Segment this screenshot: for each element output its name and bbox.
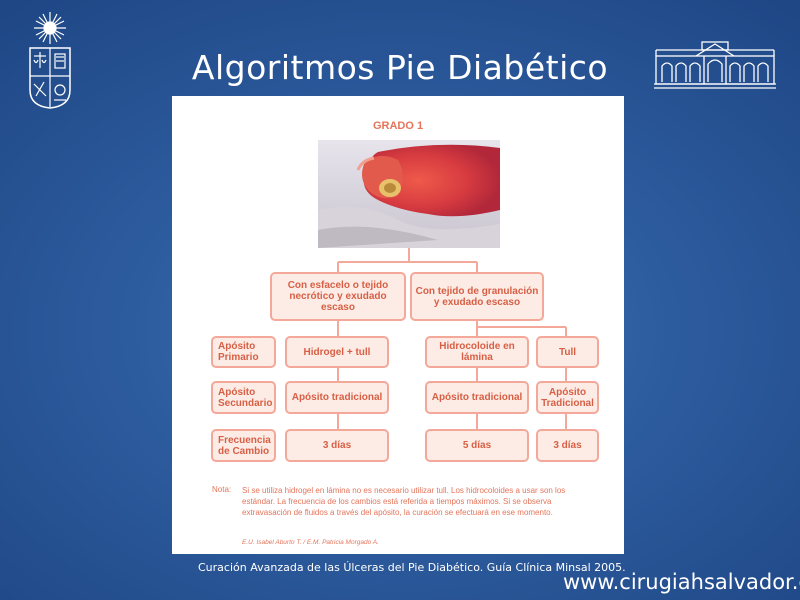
- col3-primary-box: Tull: [536, 336, 599, 368]
- slide-title: Algoritmos Pie Diabético: [191, 48, 609, 87]
- source-caption: Curación Avanzada de las Úlceras del Pie…: [198, 561, 626, 574]
- row-label-frequency: Frecuencia de Cambio: [211, 429, 276, 462]
- note-label: Nota:: [212, 485, 232, 494]
- figure-credits: E.U. Isabel Aburto T. / E.M. Patricia Mo…: [242, 539, 379, 546]
- col1-frequency-box: 3 días: [285, 429, 389, 462]
- foot-ulcer-photo: [318, 140, 500, 248]
- col1-primary-box: Hidrogel + tull: [285, 336, 389, 368]
- col2-frequency-box: 5 días: [425, 429, 529, 462]
- col2-secondary-box: Apósito tradicional: [425, 381, 529, 414]
- building-logo: [652, 40, 778, 92]
- website-url: www.cirugiahsalvador.cl: [563, 570, 800, 594]
- note-text: Si se utiliza hidrogel en lámina no es n…: [242, 486, 566, 517]
- connector-lines: [337, 248, 567, 429]
- col3-frequency-box: 3 días: [536, 429, 599, 462]
- row-label-secondary: Apósito Secundario: [211, 381, 276, 414]
- row-label-primary: Apósito Primario: [211, 336, 276, 368]
- branch-necrotic-box: Con esfacelo o tejido necrótico y exudad…: [270, 272, 406, 321]
- col3-secondary-box: Apósito Tradicional: [536, 381, 599, 414]
- branch-granulation-box: Con tejido de granulación y exudado esca…: [410, 272, 544, 321]
- col1-secondary-box: Apósito tradicional: [285, 381, 389, 414]
- algorithm-figure: GRADO 1: [172, 96, 624, 554]
- university-seal-logo: [22, 10, 78, 110]
- grade-heading: GRADO 1: [372, 120, 424, 132]
- col2-primary-box: Hidrocoloide en lámina: [425, 336, 529, 368]
